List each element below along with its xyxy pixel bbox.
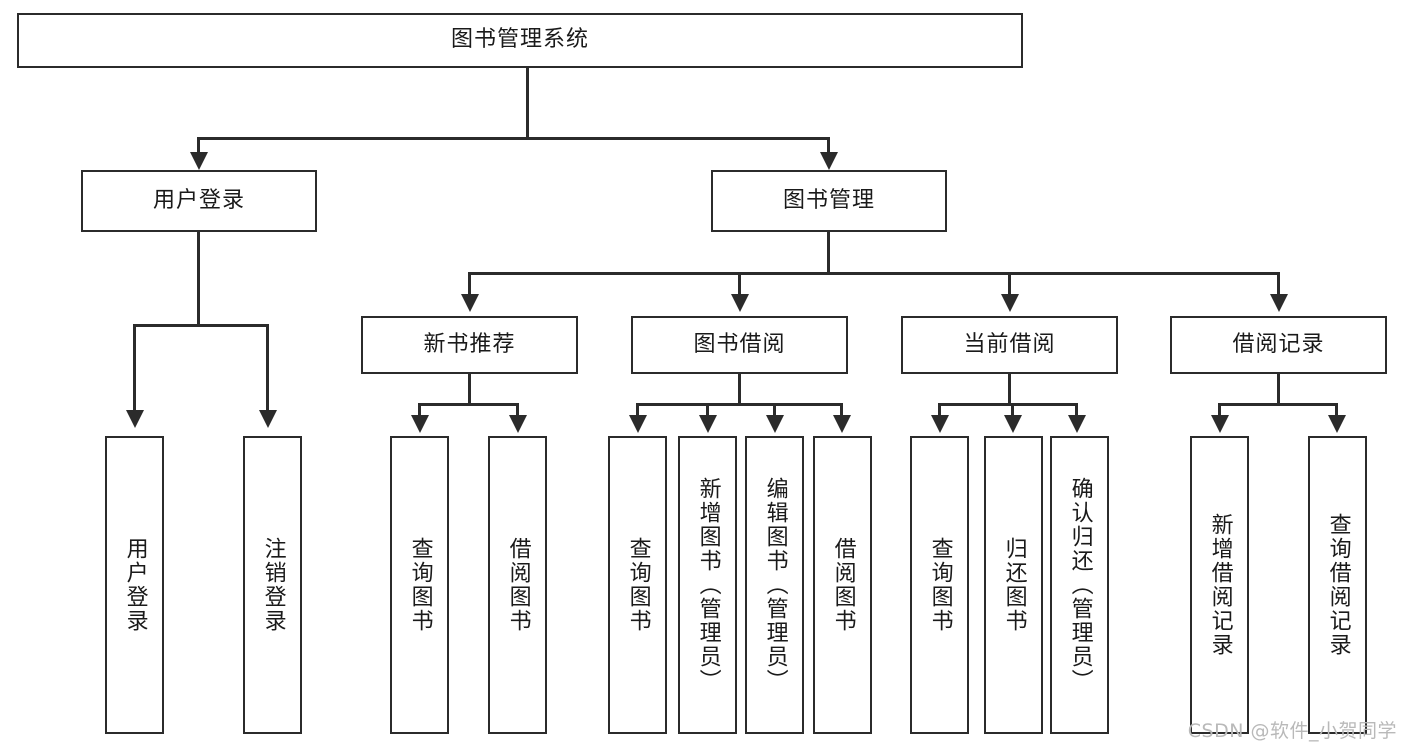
arrow-to-leaf-return-book bbox=[1004, 415, 1022, 433]
node-new-book-recommend[interactable]: 新书推荐 bbox=[361, 316, 578, 374]
connector-bb-drop-4 bbox=[840, 403, 843, 419]
node-label: 图书借阅 bbox=[693, 331, 786, 357]
connector-book-management-stem bbox=[827, 232, 830, 274]
node-book-management-system[interactable]: 图书管理系统 bbox=[17, 13, 1023, 68]
connector-bb-bus bbox=[636, 403, 843, 406]
node-book-management[interactable]: 图书管理 bbox=[711, 170, 947, 232]
arrow-to-leaf-borrow-book-2 bbox=[833, 415, 851, 433]
leaf-query-book-1[interactable]: 查询图书 bbox=[390, 436, 449, 734]
arrow-to-leaf-confirm-return bbox=[1068, 415, 1086, 433]
connector-root-drop-left bbox=[197, 137, 200, 158]
connector-cb-drop-3 bbox=[1075, 403, 1078, 419]
arrow-to-book-borrow bbox=[731, 294, 749, 312]
arrow-to-leaf-user-logout bbox=[259, 410, 277, 428]
node-label: 借阅图书 bbox=[505, 537, 531, 633]
connector-bm-drop-4 bbox=[1277, 272, 1280, 300]
node-label: 新增借阅记录 bbox=[1207, 513, 1233, 657]
arrow-to-new-book-rec bbox=[461, 294, 479, 312]
connector-bm-drop-1 bbox=[468, 272, 471, 300]
node-label: 查询借阅记录 bbox=[1325, 513, 1351, 657]
connector-cb-bus bbox=[938, 403, 1078, 406]
node-user-login[interactable]: 用户登录 bbox=[81, 170, 317, 232]
arrow-to-leaf-query-book-3 bbox=[931, 415, 949, 433]
connector-cb-drop-2 bbox=[1011, 403, 1014, 419]
leaf-return-book[interactable]: 归还图书 bbox=[984, 436, 1043, 734]
leaf-query-borrow-record[interactable]: 查询借阅记录 bbox=[1308, 436, 1367, 734]
connector-bb-drop-3 bbox=[773, 403, 776, 419]
node-label: 用户登录 bbox=[152, 187, 245, 213]
node-label: 注销登录 bbox=[260, 537, 286, 633]
connector-root-bus bbox=[197, 137, 829, 140]
arrow-to-leaf-query-book-2 bbox=[629, 415, 647, 433]
connector-br-bus bbox=[1218, 403, 1338, 406]
connector-root-stem bbox=[526, 67, 529, 139]
leaf-borrow-book-2[interactable]: 借阅图书 bbox=[813, 436, 872, 734]
watermark: CSDN @软件_小贺同学 bbox=[1187, 720, 1397, 742]
arrow-to-leaf-user-login bbox=[126, 410, 144, 428]
leaf-query-book-2[interactable]: 查询图书 bbox=[608, 436, 667, 734]
arrow-to-leaf-add-book bbox=[699, 415, 717, 433]
node-label: 查询图书 bbox=[625, 537, 651, 633]
node-label: 新书推荐 bbox=[423, 331, 516, 357]
node-label: 新增图书（管理员） bbox=[695, 477, 721, 693]
connector-user-login-drop-2 bbox=[266, 324, 269, 414]
node-label: 借阅图书 bbox=[830, 537, 856, 633]
connector-bb-drop-1 bbox=[636, 403, 639, 419]
connector-cb-drop-1 bbox=[938, 403, 941, 419]
node-label: 当前借阅 bbox=[963, 331, 1056, 357]
arrow-to-leaf-borrow-book-1 bbox=[509, 415, 527, 433]
leaf-borrow-book-1[interactable]: 借阅图书 bbox=[488, 436, 547, 734]
node-book-borrow[interactable]: 图书借阅 bbox=[631, 316, 848, 374]
connector-bb-stem bbox=[738, 374, 741, 406]
node-current-borrow[interactable]: 当前借阅 bbox=[901, 316, 1118, 374]
connector-bm-drop-3 bbox=[1008, 272, 1011, 300]
arrow-to-leaf-query-book-1 bbox=[411, 415, 429, 433]
arrow-to-user-login bbox=[190, 152, 208, 170]
leaf-user-logout[interactable]: 注销登录 bbox=[243, 436, 302, 734]
node-borrow-record[interactable]: 借阅记录 bbox=[1170, 316, 1387, 374]
arrow-to-book-management bbox=[820, 152, 838, 170]
connector-br-drop-2 bbox=[1335, 403, 1338, 419]
connector-cb-stem bbox=[1008, 374, 1011, 406]
connector-br-stem bbox=[1277, 374, 1280, 406]
node-label: 查询图书 bbox=[927, 537, 953, 633]
connector-bb-drop-2 bbox=[706, 403, 709, 419]
node-label: 查询图书 bbox=[407, 537, 433, 633]
arrow-to-leaf-query-record bbox=[1328, 415, 1346, 433]
connector-user-login-drop-1 bbox=[133, 324, 136, 414]
node-label: 编辑图书（管理员） bbox=[762, 477, 788, 693]
arrow-to-leaf-add-record bbox=[1211, 415, 1229, 433]
node-label: 图书管理 bbox=[782, 187, 875, 213]
arrow-to-borrow-record bbox=[1270, 294, 1288, 312]
connector-root-drop-right bbox=[827, 137, 830, 158]
connector-nbr-drop-2 bbox=[516, 403, 519, 419]
leaf-add-book[interactable]: 新增图书（管理员） bbox=[678, 436, 737, 734]
connector-nbr-drop-1 bbox=[418, 403, 421, 419]
connector-nbr-bus bbox=[418, 403, 519, 406]
leaf-user-login[interactable]: 用户登录 bbox=[105, 436, 164, 734]
arrow-to-leaf-edit-book bbox=[766, 415, 784, 433]
leaf-query-book-3[interactable]: 查询图书 bbox=[910, 436, 969, 734]
connector-user-login-stem bbox=[197, 232, 200, 327]
connector-bm-drop-2 bbox=[738, 272, 741, 300]
connector-book-management-bus bbox=[468, 272, 1280, 275]
leaf-confirm-return[interactable]: 确认归还（管理员） bbox=[1050, 436, 1109, 734]
connector-nbr-stem bbox=[468, 374, 471, 406]
leaf-edit-book[interactable]: 编辑图书（管理员） bbox=[745, 436, 804, 734]
node-label: 用户登录 bbox=[122, 537, 148, 633]
node-label: 借阅记录 bbox=[1232, 331, 1325, 357]
node-label: 归还图书 bbox=[1001, 537, 1027, 633]
node-label: 图书管理系统 bbox=[450, 27, 589, 53]
node-label: 确认归还（管理员） bbox=[1067, 477, 1093, 693]
leaf-add-borrow-record[interactable]: 新增借阅记录 bbox=[1190, 436, 1249, 734]
connector-br-drop-1 bbox=[1218, 403, 1221, 419]
connector-user-login-bus bbox=[133, 324, 269, 327]
arrow-to-current-borrow bbox=[1001, 294, 1019, 312]
